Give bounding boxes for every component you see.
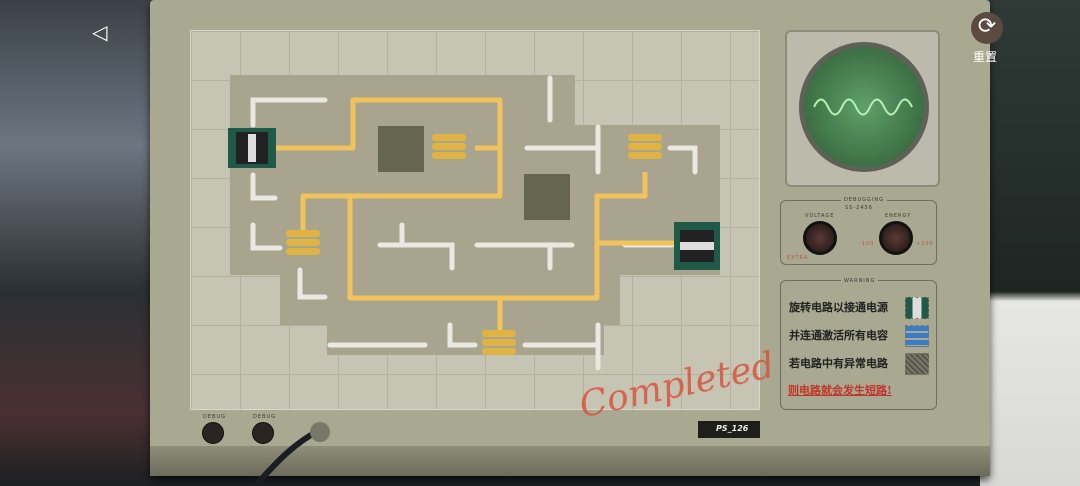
pipe[interactable] <box>522 322 601 371</box>
abnormal-tile[interactable] <box>524 174 570 220</box>
power-chips <box>228 128 720 270</box>
capacitors <box>286 134 662 355</box>
powered-pipe[interactable] <box>347 172 648 301</box>
powered-pipe[interactable] <box>275 97 503 232</box>
back-button[interactable]: ◁ <box>92 20 108 44</box>
pipe[interactable] <box>250 97 328 128</box>
background-right <box>980 0 1080 486</box>
debugging-title: DEBUGGING <box>841 197 887 203</box>
warning-alert: 则电路就会发生短路! <box>788 384 892 397</box>
refresh-icon: ⟳ <box>977 14 997 39</box>
debugging-panel: DEBUGGING SS-2456 VOLTAGE ENERGY EXTRA -… <box>780 197 937 265</box>
warning-panel: WARNING 旋转电路以接通电源 并连通激活所有电容 若电路中有异常电路 <box>780 278 937 410</box>
debugging-subtitle: SS-2456 <box>845 205 873 211</box>
warning-line: 旋转电路以接通电源 <box>789 301 888 314</box>
warning-line: 若电路中有异常电路 <box>789 357 888 370</box>
oscilloscope <box>785 30 940 187</box>
pipe[interactable] <box>447 322 478 348</box>
debug-knob-label: DEBUG <box>253 414 276 420</box>
oscilloscope-screen <box>799 42 929 172</box>
pipe[interactable] <box>524 124 601 175</box>
pipe[interactable] <box>377 222 455 271</box>
warning-title: WARNING <box>841 278 879 284</box>
warning-line: 并连通激活所有电容 <box>789 329 888 342</box>
debug-knob-label: DEBUG <box>203 414 226 420</box>
power-chip-icon <box>905 297 929 319</box>
model-label: PS_126 <box>716 424 749 433</box>
pipe[interactable] <box>297 267 328 300</box>
pipe[interactable] <box>250 222 283 251</box>
reset-label[interactable]: 重置 <box>973 50 998 64</box>
energy-knob[interactable] <box>879 221 913 255</box>
cable-connector <box>310 422 330 442</box>
energy-min: -100 <box>859 241 875 247</box>
energy-label: ENERGY <box>885 213 912 219</box>
model-badge: PS_126 <box>698 421 760 438</box>
waveform <box>813 98 913 116</box>
background-left <box>0 0 160 486</box>
pipe[interactable] <box>667 145 698 175</box>
reset-button[interactable]: ⟳ <box>971 12 1003 44</box>
capacitor-icon <box>905 325 929 347</box>
abnormal-tile[interactable] <box>378 126 424 172</box>
abnormal-tile-icon <box>905 353 929 375</box>
pipe[interactable] <box>250 172 278 201</box>
debug-knob[interactable] <box>202 422 224 444</box>
voltage-knob[interactable] <box>803 221 837 255</box>
play-area <box>327 325 604 355</box>
extra-label: EXTRA <box>787 255 809 261</box>
debug-knob[interactable] <box>252 422 274 444</box>
voltage-label: VOLTAGE <box>805 213 835 219</box>
energy-max: +100 <box>916 241 934 247</box>
pipe[interactable] <box>474 242 575 271</box>
